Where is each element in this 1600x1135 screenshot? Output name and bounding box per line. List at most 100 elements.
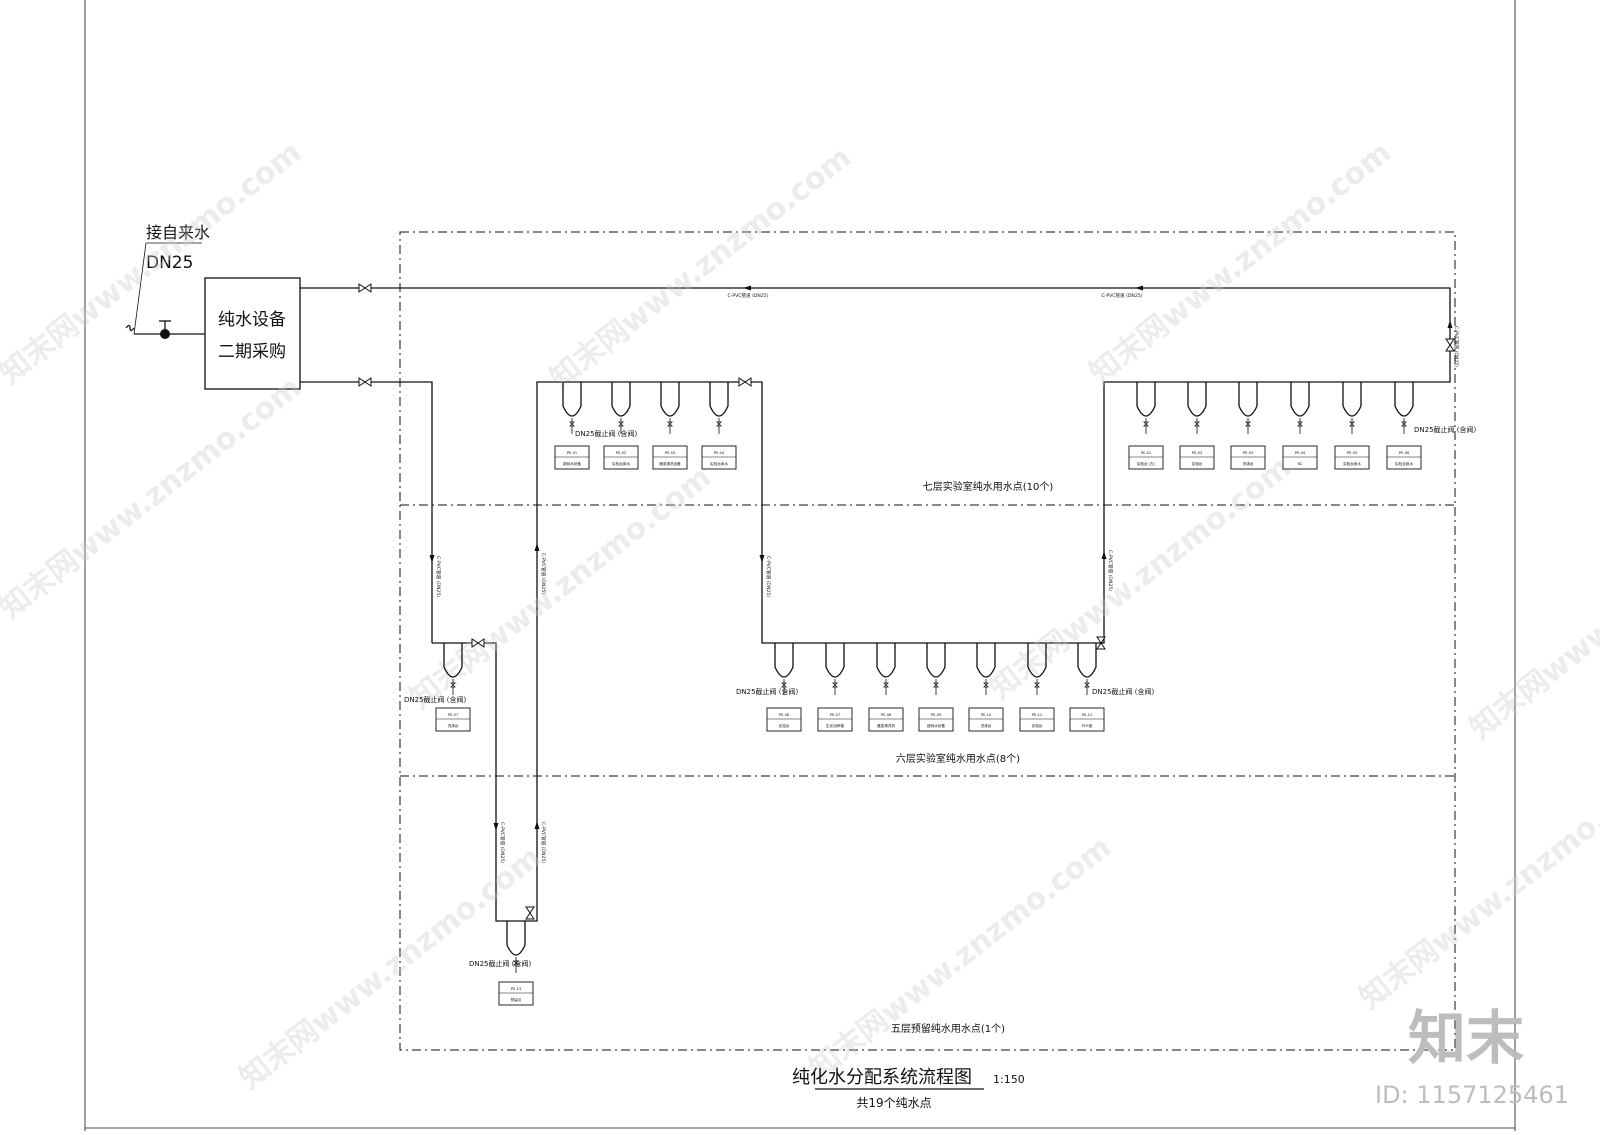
watermark-text-1: 知末网www.znzmo.com (0, 370, 308, 627)
unit-floor6-4-code: PE-10 (981, 713, 992, 717)
supply-main-pipe (300, 381, 433, 643)
unit-floor6-6-name: PCR室 (1082, 723, 1093, 728)
unit-floor6-3-name: 超纯水设备 (927, 723, 945, 728)
riser-valve-right (1445, 338, 1455, 352)
inlet-label: 接自来水 (146, 223, 210, 242)
drop-floor6-5 (1027, 643, 1047, 695)
unit-floor7-right-4: PE-05 实验台用水 (1334, 445, 1370, 470)
unit-floor6-3-code: PE-09 (931, 713, 942, 717)
unit-floor7-right-1: PE-03 实验台 (1179, 445, 1215, 470)
diagram-subtitle: 共19个纯水点 (856, 1096, 931, 1110)
unit-floor6-5-code: PE-11 (1032, 713, 1042, 717)
svg-text:ID: 1157125461: ID: 1157125461 (1375, 1081, 1569, 1109)
unit-floor7-left-1-code: PE-02 (616, 451, 626, 455)
drop-floor7-right-1 (1187, 382, 1207, 434)
unit-floor7-left-3-name: 实验台用水 (710, 461, 728, 466)
drop-floor6-left (443, 643, 463, 695)
zone-label-floor7: 七层实验室纯水用水点(10个) (923, 480, 1054, 493)
pipe-label-riser-c: C-PVC管道 (DN25) (765, 556, 772, 597)
unit-floor7-right-1-name: 实验台 (1192, 461, 1203, 466)
inlet-leader-line (133, 242, 147, 335)
unit-floor7-left-3-code: PE-04 (714, 451, 725, 455)
inlet-valve-icon (159, 320, 171, 339)
drop-floor7-left-0 (562, 382, 582, 434)
unit-floor7-right-2-code: PE-03 (1243, 451, 1253, 455)
watermark-text-4: 知末网www.znzmo.com (403, 460, 718, 717)
flow-arrow-riser-right (1447, 320, 1453, 328)
unit-floor7-right-0-code: PE-01 (1141, 451, 1151, 455)
unit-floor7-left-1-name: 实验台用水 (612, 461, 630, 466)
valve-label-floor6-left: DN25截止阀 (含阀) (404, 695, 466, 704)
valve-label-floor6-left-group: DN25截止阀 (含阀) (736, 687, 798, 696)
diagram-title: 纯化水分配系统流程图 (792, 1067, 972, 1088)
pipe-label-riser-d: C-PVC管道 (DN25) (1107, 550, 1114, 591)
unit-floor6-6-code: PE-12 (1082, 713, 1092, 717)
flow-arrow-riser-d (1101, 551, 1107, 559)
unit-floor6-4-name: 洗涤台 (981, 723, 992, 728)
pipe-label-riser-a: C-PVC管道 (DN25) (435, 556, 442, 597)
unit-floor7-right-1-code: PE-03 (1192, 451, 1202, 455)
unit-floor7-left-0-code: PE-01 (567, 451, 577, 455)
drop-floor6-0 (774, 643, 794, 695)
drop-floor5 (506, 921, 526, 973)
unit-floor7-right-4-name: 实验台用水 (1343, 461, 1361, 466)
unit-floor6-1: PE-07 生化培养箱 (817, 707, 853, 732)
unit-floor7-right-0: PE-01 实验台 (左) (1128, 445, 1164, 470)
valve-label-floor7-left: DN25截止阀 (含阀) (575, 429, 637, 438)
unit-floor6-5-name: 实验台 (1032, 723, 1043, 728)
unit-floor7-left-0: PE-01 超纯水设备 (554, 445, 590, 470)
unit-floor7-right-4-code: PE-05 (1347, 451, 1357, 455)
unit-floor6-left-name: 洗涤台 (448, 723, 459, 728)
watermark-logo: 知末 ID: 1157125461 (1375, 1004, 1569, 1109)
unit-floor6-0: PE-06 实验台 (766, 707, 802, 732)
circulation-loop-pipe (432, 381, 1431, 922)
dynamic-elements: C-PVC管道 (DN25) C-PVC管道 (DN25) C-PVC管道 (DN2… (358, 283, 1476, 1006)
drop-floor6-2 (876, 643, 896, 695)
valve-floor6-end (1096, 636, 1106, 650)
diagram-scale: 1:150 (993, 1073, 1025, 1086)
drop-floor6-6 (1077, 643, 1097, 695)
unit-floor7-right-0-name: 实验台 (左) (1137, 461, 1156, 466)
drop-floor7-right-5 (1394, 382, 1414, 434)
unit-floor7-right-2-name: 洗涤台 (1243, 461, 1254, 466)
unit-floor6-1-name: 生化培养箱 (826, 723, 844, 728)
valve-label-floor5: DN25截止阀 (含阀) (469, 959, 531, 968)
watermark-text-6: 知末网www.znzmo.com (233, 840, 548, 1097)
flow-arrow-riser-f (534, 821, 540, 829)
return-main-valve (358, 283, 372, 293)
drop-floor7-right-4 (1342, 382, 1362, 434)
flow-arrow-riser-a (429, 555, 435, 563)
pipe-label-return-left: C-PVC管道 (DN25) (727, 292, 768, 299)
unit-floor6-0-name: 实验台 (779, 723, 790, 728)
drop-floor7-left-3 (709, 382, 729, 434)
svg-text:知末: 知末 (1408, 1004, 1524, 1072)
flow-arrow-riser-b (534, 543, 540, 551)
equipment-label-line1: 纯水设备 (218, 310, 286, 330)
unit-floor6-3: PE-09 超纯水设备 (918, 707, 954, 732)
watermark-text-7: 知末网www.znzmo.com (803, 830, 1118, 1087)
unit-floor7-left-2-name: 器皿清洗设备 (659, 461, 681, 466)
valve-floor5 (525, 906, 535, 920)
equipment-label-line2: 二期采购 (218, 342, 286, 362)
valve-floor7-left-end (738, 377, 752, 387)
zone-label-floor5: 五层预留纯水用水点(1个) (891, 1022, 1005, 1035)
unit-floor6-5: PE-11 实验台 (1019, 707, 1055, 732)
return-main-pipe (300, 287, 1451, 383)
unit-floor7-right-3-name: BC (1298, 462, 1303, 466)
drop-floor7-left-1 (611, 382, 631, 434)
unit-floor6-2-name: 器皿清洗机 (877, 723, 895, 728)
unit-floor7-right-2: PE-03 洗涤台 (1230, 445, 1266, 470)
drop-floor7-left-2 (660, 382, 680, 434)
watermark-text-3: 知末网www.znzmo.com (1083, 135, 1398, 392)
flow-arrow-return-right (1135, 285, 1143, 291)
unit-floor7-left-0-name: 超纯水设备 (563, 461, 581, 466)
zone-label-floor6: 六层实验室纯水用水点(8个) (896, 752, 1020, 765)
unit-floor6-1-code: PE-07 (830, 713, 840, 717)
unit-floor6-0-code: PE-06 (779, 713, 790, 717)
